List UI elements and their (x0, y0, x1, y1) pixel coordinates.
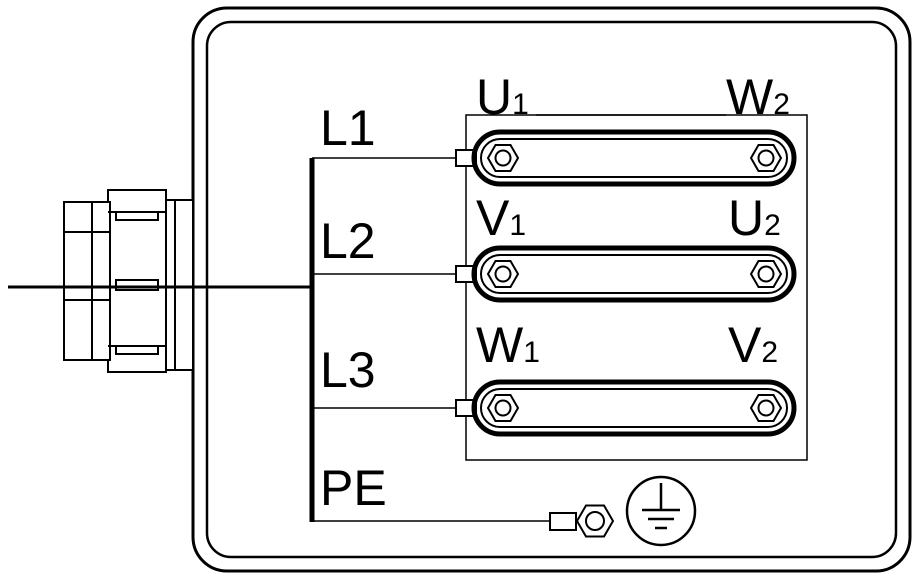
hex-nut-icon (749, 394, 783, 422)
label-u1-letter: U (476, 69, 512, 125)
hex-nut-icon (575, 504, 615, 538)
label-v1-letter: V (476, 190, 510, 246)
label-u1-index: 1 (512, 88, 529, 121)
label-v2-letter: V (728, 317, 762, 373)
terminal-box-inner (205, 20, 898, 559)
label-v2: V2 (728, 317, 778, 373)
cable-gland-icon (63, 189, 194, 373)
bridge-link-row2 (471, 245, 797, 303)
hex-nut-icon (486, 144, 520, 172)
label-u1: U1 (476, 69, 529, 125)
label-u2: U2 (728, 190, 781, 246)
label-pe: PE (320, 460, 387, 516)
hex-nut-icon (486, 260, 520, 288)
label-v1: V1 (476, 190, 526, 246)
hex-nut-icon (486, 394, 520, 422)
bridge-link-row3 (471, 379, 797, 437)
label-l3: L3 (320, 342, 376, 398)
label-v1-index: 1 (509, 209, 526, 242)
label-w2: W2 (726, 69, 790, 125)
label-l2: L2 (320, 213, 376, 269)
earth-ground-icon (625, 475, 697, 547)
label-w1-index: 1 (523, 336, 540, 369)
label-l1: L1 (320, 100, 376, 156)
hex-nut-icon (749, 144, 783, 172)
label-u2-letter: U (728, 190, 764, 246)
label-w1: W1 (476, 317, 540, 373)
label-u2-index: 2 (764, 209, 781, 242)
label-w2-index: 2 (773, 88, 790, 121)
label-w1-letter: W (476, 317, 524, 373)
terminal-box-outer (191, 6, 912, 573)
label-w2-letter: W (726, 69, 774, 125)
bridge-link-row1 (471, 129, 797, 187)
hex-nut-icon (749, 260, 783, 288)
pe-terminal (549, 504, 615, 538)
label-v2-index: 2 (761, 336, 778, 369)
